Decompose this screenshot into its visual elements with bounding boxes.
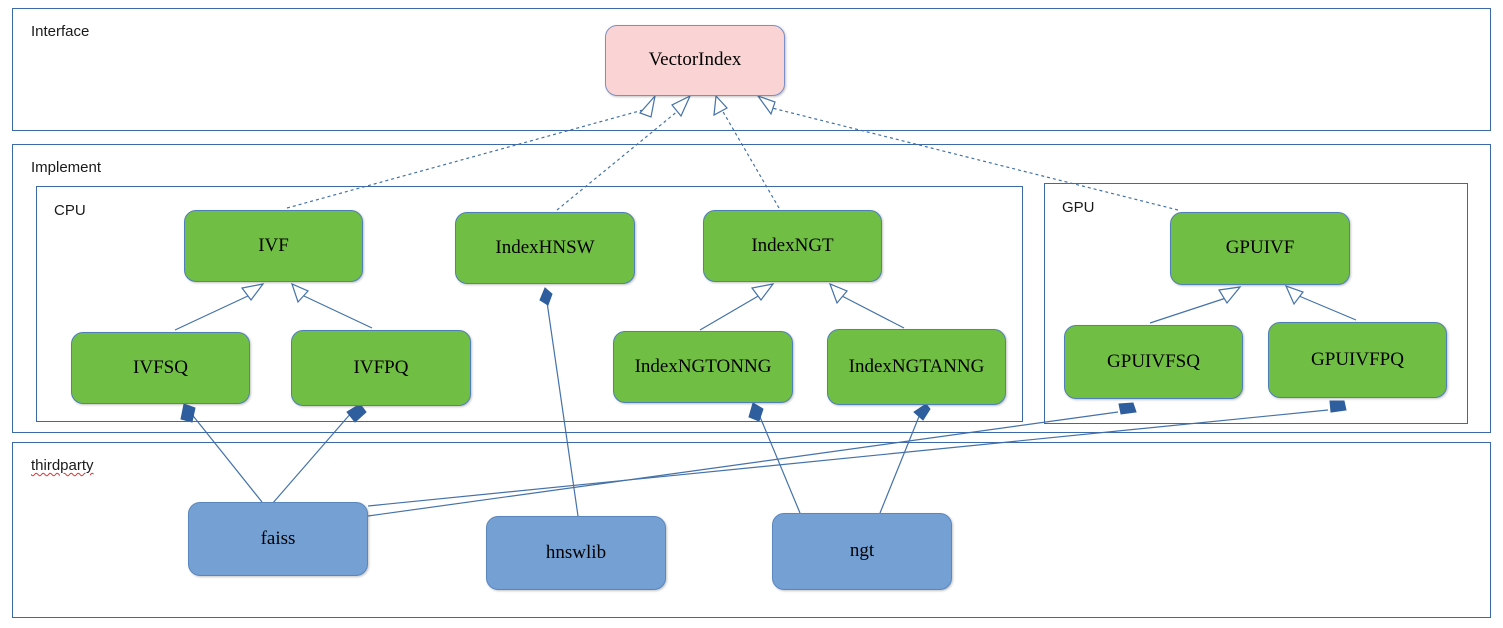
node-ivfpq[interactable]: IVFPQ (291, 330, 471, 406)
node-gpuivf[interactable]: GPUIVF (1170, 212, 1350, 285)
node-hnswlib-label: hnswlib (545, 541, 607, 563)
node-ngt[interactable]: ngt (772, 513, 952, 590)
group-gpu-label: GPU (1062, 199, 1095, 216)
node-indexhnsw[interactable]: IndexHNSW (455, 212, 635, 284)
group-implement-label: Implement (31, 159, 102, 176)
node-indexngt-label: IndexNGT (751, 234, 834, 256)
node-indexngtanng-label: IndexNGTANNG (848, 355, 985, 377)
group-gpu: GPU (1044, 183, 1468, 424)
node-ivfsq[interactable]: IVFSQ (71, 332, 250, 404)
group-thirdparty-label: thirdparty (31, 457, 94, 474)
node-ivfsq-label: IVFSQ (133, 356, 188, 378)
node-ivf[interactable]: IVF (184, 210, 363, 282)
group-interface: Interface (12, 8, 1491, 131)
node-hnswlib[interactable]: hnswlib (486, 516, 666, 590)
node-indexngtonng-label: IndexNGTONNG (634, 355, 772, 377)
node-indexhnsw-label: IndexHNSW (495, 236, 595, 258)
node-vectorindex[interactable]: VectorIndex (605, 25, 785, 96)
group-interface-label: Interface (31, 23, 90, 40)
node-faiss-label: faiss (260, 527, 296, 549)
node-gpuivfpq-label: GPUIVFPQ (1311, 348, 1404, 370)
node-vectorindex-label: VectorIndex (648, 49, 742, 71)
node-gpuivfsq[interactable]: GPUIVFSQ (1064, 325, 1243, 399)
group-cpu: CPU (36, 186, 1023, 422)
node-faiss[interactable]: faiss (188, 502, 368, 576)
node-gpuivf-label: GPUIVF (1225, 237, 1295, 259)
node-indexngtanng[interactable]: IndexNGTANNG (827, 329, 1006, 405)
group-thirdparty: thirdparty (12, 442, 1491, 618)
node-ivfpq-label: IVFPQ (353, 356, 409, 378)
node-ngt-label: ngt (849, 540, 875, 562)
group-cpu-label: CPU (54, 202, 86, 219)
group-implement: Implement (12, 144, 1491, 433)
node-gpuivfsq-label: GPUIVFSQ (1107, 350, 1200, 372)
node-indexngtonng[interactable]: IndexNGTONNG (613, 331, 793, 403)
node-indexngt[interactable]: IndexNGT (703, 210, 882, 282)
node-ivf-label: IVF (258, 234, 289, 256)
node-gpuivfpq[interactable]: GPUIVFPQ (1268, 322, 1447, 398)
